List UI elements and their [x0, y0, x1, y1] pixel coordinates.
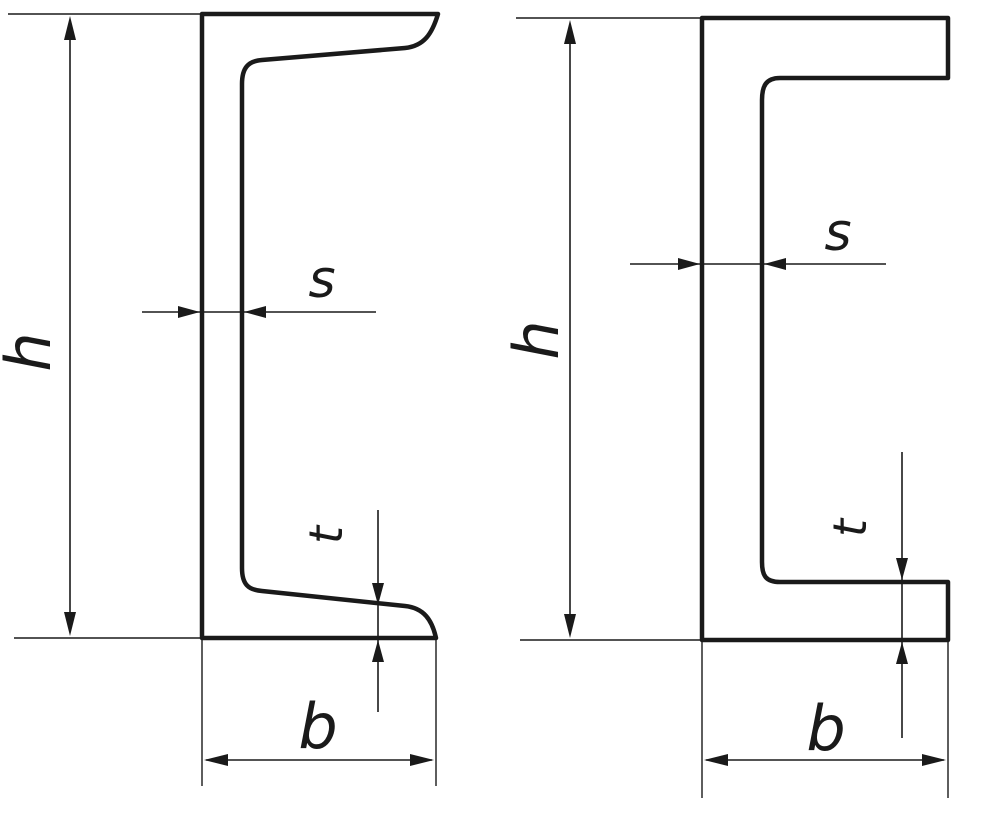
- tapered-channel-figure: h s t b: [0, 11, 441, 786]
- h-label: h: [0, 332, 65, 371]
- s-left-arrow: [678, 258, 700, 270]
- b-left-arrow: [704, 754, 728, 766]
- t-upper-arrow: [372, 583, 384, 605]
- t-lower-arrow: [896, 642, 908, 664]
- tapered-channel-outline: [199, 11, 441, 641]
- b-label: b: [298, 690, 337, 763]
- h-label: h: [500, 320, 573, 359]
- b-label: b: [806, 692, 845, 765]
- t-label: t: [299, 524, 353, 544]
- parallel-channel-figure: h s t b: [500, 15, 951, 798]
- parallel-channel-outline: [699, 15, 951, 643]
- t-lower-arrow: [372, 640, 384, 662]
- s-right-arrow: [244, 306, 266, 318]
- t-upper-arrow: [896, 558, 908, 580]
- h-top-arrow: [64, 16, 76, 40]
- h-top-arrow: [564, 20, 576, 44]
- b-right-arrow: [410, 754, 434, 766]
- b-right-arrow: [922, 754, 946, 766]
- h-bottom-arrow: [64, 612, 76, 636]
- s-label: s: [824, 203, 851, 263]
- t-label: t: [823, 517, 877, 537]
- h-bottom-arrow: [564, 614, 576, 638]
- s-right-arrow: [764, 258, 786, 270]
- s-label: s: [308, 250, 335, 310]
- b-left-arrow: [204, 754, 228, 766]
- s-left-arrow: [178, 306, 200, 318]
